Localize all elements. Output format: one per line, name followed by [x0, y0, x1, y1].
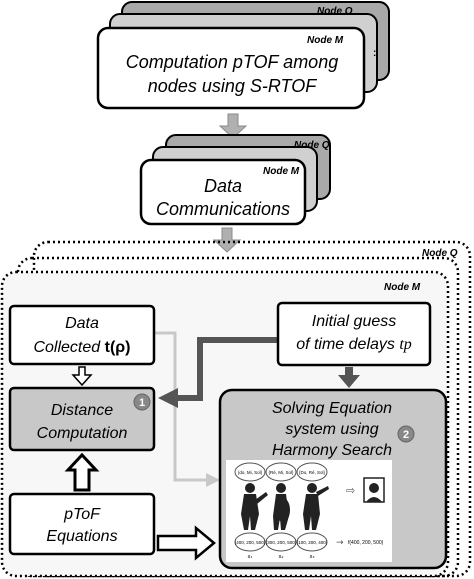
- bubble-bottom-2-text: {300, 200, 500}: [266, 540, 297, 545]
- data-collected-line2-text: Collected: [33, 339, 104, 356]
- mid-stack-line1: Data: [204, 176, 242, 196]
- mid-front-node-label: Node M: [263, 166, 300, 177]
- top-ellipsis: :: [373, 48, 376, 59]
- bubble-top-3-text: {Do, Ré, Sol}: [299, 470, 326, 475]
- distance-badge-text: 1: [139, 397, 145, 409]
- distance-line1: Distance: [51, 402, 113, 419]
- solving-badge: [397, 425, 415, 443]
- musician-silhouette-2: [273, 483, 290, 530]
- distance-computation-box: 1 Distance Computation: [8, 386, 156, 452]
- bubble-top-1: [234, 462, 266, 482]
- ptof-line1: pToF: [63, 506, 101, 523]
- arrow-ptof-to-solving: [156, 525, 216, 561]
- data-collected-line1: Data: [65, 315, 99, 332]
- top-stack: Node Q Node M : Computation pTOF among n…: [96, 1, 390, 110]
- solving-badge-text: 2: [403, 429, 409, 441]
- initial-guess-line2-text: of time delays: [296, 336, 399, 353]
- bottom-back-node-label: Node Q: [422, 248, 458, 259]
- bubble-bottom-1-text: {400, 200, 500}: [235, 540, 266, 545]
- bubble-bottom-3-text: {100, 200, 400}: [297, 540, 328, 545]
- data-collected-line2: Collected t(ρ): [33, 339, 130, 356]
- top-stack-line1: Computation pTOF among: [126, 52, 338, 72]
- solving-line2: system using: [285, 421, 378, 438]
- bottom-front-node-label: Node M: [384, 282, 421, 293]
- distance-badge: [133, 393, 151, 411]
- sub-label-3: x₃: [310, 554, 315, 560]
- data-collected-symbol: t(ρ): [105, 339, 131, 356]
- arrow-ptof-to-distance: [64, 452, 100, 492]
- initial-guess-line1: Initial guess: [312, 313, 397, 330]
- result-arrow-icon-2: →: [336, 538, 344, 548]
- bubble-bottom-2: [265, 532, 297, 552]
- result-label: f(400, 200, 500): [348, 540, 384, 546]
- solving-line3: Harmony Search: [272, 442, 392, 459]
- bubble-bottom-1: [234, 532, 266, 552]
- connector-guess-to-distance: [176, 337, 278, 401]
- bubble-top-1-text: {do, Mi, Sol}: [238, 470, 263, 475]
- arrow-down-1: [218, 113, 248, 139]
- bubble-bottom-3: [296, 532, 328, 552]
- arrow-data-to-distance: [71, 366, 93, 387]
- sub-label-2: x₂: [279, 554, 284, 560]
- mid-stack: Node Q Node M Data Communications: [139, 134, 331, 226]
- solving-line1: Solving Equation: [272, 400, 392, 417]
- sub-label-1: x₁: [248, 554, 253, 560]
- distance-line2: Computation: [37, 425, 128, 442]
- result-portrait-head: [369, 483, 379, 493]
- ptof-line2: Equations: [46, 528, 117, 545]
- initial-guess-symbol: tp: [399, 336, 411, 353]
- musician-silhouette-3: [303, 483, 329, 530]
- mid-stack-line2: Communications: [156, 199, 290, 219]
- result-portrait-body: [366, 497, 382, 502]
- musician-silhouette-1: [241, 483, 268, 530]
- solving-box: Solving Equation system using Harmony Se…: [218, 388, 448, 570]
- initial-guess-box: Initial guess of time delays tp: [276, 301, 432, 367]
- top-back-node-label: Node Q: [317, 6, 353, 17]
- data-collected-box: Data Collected t(ρ): [8, 304, 156, 366]
- initial-guess-line2: of time delays tp: [296, 336, 412, 353]
- harmony-search-illustration: {do, Mi, Sol} {Ré, Mi, Sol} {Do, Ré, Sol…: [226, 460, 392, 562]
- top-stack-line2: nodes using S-RTOF: [148, 76, 317, 96]
- arrow-guess-to-solving: [338, 367, 360, 388]
- mid-back-node-label: Node Q: [294, 140, 330, 151]
- bubble-top-3: [296, 462, 328, 482]
- result-arrow-icon: ⇨: [346, 484, 355, 497]
- arrow-down-2: [212, 227, 242, 253]
- ptof-equations-box: pToF Equations: [8, 492, 156, 556]
- connector-guess-to-distance-head: [158, 388, 178, 408]
- bubble-top-2: [265, 462, 297, 482]
- bubble-top-2-text: {Ré, Mi, Sol}: [268, 470, 294, 475]
- connector-data-to-solving-head: [206, 473, 220, 487]
- top-front-node-label: Node M: [307, 35, 344, 46]
